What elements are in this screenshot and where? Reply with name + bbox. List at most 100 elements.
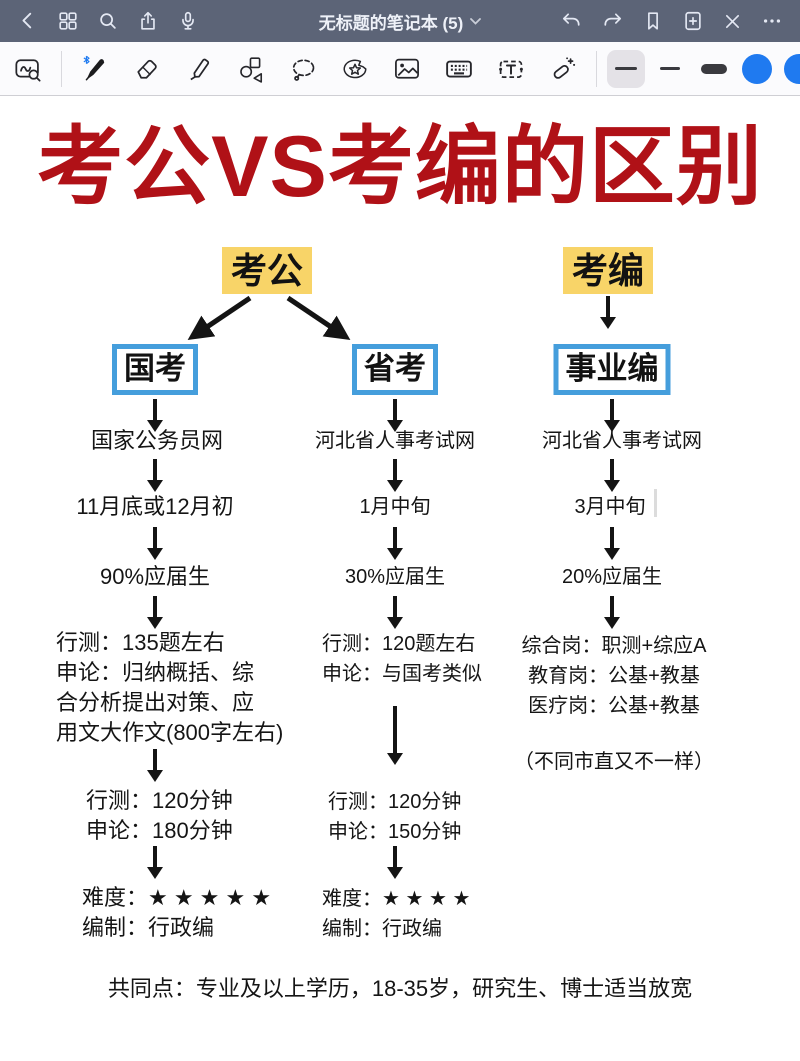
- grid-icon: [59, 12, 77, 30]
- text-cursor: [654, 489, 657, 517]
- keyboard-tool-button[interactable]: [437, 47, 481, 91]
- notebook-title-dropdown[interactable]: 无标题的笔记本 (5): [0, 0, 800, 42]
- text-tool-button[interactable]: [489, 47, 533, 91]
- bookmark-button[interactable]: [635, 7, 671, 35]
- color-swatch-blue-1[interactable]: [742, 53, 772, 84]
- step-site-guokao: 国家公务员网: [90, 428, 224, 453]
- duration-line: 行测：120分钟: [328, 791, 462, 813]
- thin-stroke-icon: [615, 66, 637, 71]
- lasso-icon: [292, 58, 315, 81]
- difficulty-block-guokao: 难度：★ ★ ★ ★ ★ 编制：行政编: [82, 883, 271, 943]
- stroke-size-thin-button[interactable]: [607, 49, 645, 88]
- exam-line: 申论：与国考类似: [322, 663, 482, 685]
- chevron-left-icon: [22, 12, 32, 29]
- notebook-title: 无标题的笔记本 (5): [318, 13, 464, 33]
- sticker-tool-button[interactable]: [333, 47, 377, 91]
- navbar-left-group: [10, 7, 206, 35]
- share-button[interactable]: [130, 7, 166, 35]
- exam-line: 合分析提出对策、应: [56, 690, 255, 715]
- laser-pointer-icon: [553, 56, 576, 79]
- arrow-down-icon: [387, 706, 403, 765]
- thick-stroke-icon: [701, 63, 727, 74]
- close-button[interactable]: [715, 8, 750, 35]
- eraser-tool-button[interactable]: [125, 47, 169, 91]
- highlighter-icon: [190, 58, 210, 80]
- arrow-down-icon: [147, 596, 163, 629]
- add-page-icon: [685, 11, 701, 31]
- navbar-right-group: [553, 7, 790, 36]
- duration-line: 申论：150分钟: [328, 821, 462, 843]
- image-icon: [395, 58, 419, 79]
- step-fresh-shengkao: 30%应届生: [344, 566, 446, 588]
- redo-button[interactable]: [594, 7, 631, 36]
- stroke-size-thick-button[interactable]: [695, 50, 733, 88]
- arrow-down-icon: [600, 296, 616, 329]
- exam-line: 用文大作文(800字左右): [56, 720, 284, 745]
- establishment-line: 编制：行政编: [322, 918, 442, 940]
- zoom-window-icon: [15, 58, 41, 82]
- toolbar-divider: [596, 50, 597, 87]
- close-icon: [725, 14, 740, 28]
- note-canvas[interactable]: 考公VS考编的区别 考公 考编 国考 省考 事业编 国家公务员网 河北省人事考试…: [0, 97, 800, 1061]
- branch-box-shiyebian: 事业编: [553, 344, 671, 395]
- zoom-window-tool-button[interactable]: [6, 47, 50, 91]
- duration-line: 申论：180分钟: [86, 818, 233, 843]
- redo-icon: [604, 12, 622, 26]
- color-swatch-blue-2[interactable]: [784, 53, 800, 84]
- arrow-down-icon: [604, 596, 620, 629]
- duration-block-shengkao: 行测：120分钟 申论：150分钟: [328, 787, 461, 847]
- back-button[interactable]: [10, 7, 46, 35]
- lasso-tool-button[interactable]: [281, 47, 325, 91]
- stroke-size-medium-button[interactable]: [651, 50, 689, 88]
- exam-line: 教育岗：公基+教基: [528, 665, 700, 687]
- duration-line: 行测：120分钟: [86, 788, 233, 813]
- more-button[interactable]: [754, 7, 790, 35]
- image-tool-button[interactable]: [385, 47, 429, 91]
- search-icon: [100, 13, 116, 29]
- difficulty-line: 难度：★ ★ ★ ★ ★: [82, 885, 272, 910]
- pen-tool-button[interactable]: [73, 47, 117, 91]
- common-points-line: 共同点：专业及以上学历，18-35岁，研究生、博士适当放宽: [107, 976, 693, 1001]
- exam-block-shengkao: 行测：120题左右 申论：与国考类似: [322, 629, 482, 689]
- microphone-button[interactable]: [170, 7, 206, 35]
- keyboard-icon: [446, 60, 472, 77]
- arrow-down-icon: [147, 459, 163, 492]
- step-date-shiyebian: 3月中旬: [574, 496, 646, 518]
- arrow-down-icon: [387, 527, 403, 560]
- bookmark-icon: [648, 12, 658, 30]
- laser-pointer-tool-button[interactable]: [541, 47, 585, 91]
- add-page-button[interactable]: [675, 7, 711, 35]
- fork-arrows-icon: [187, 295, 351, 340]
- duration-block-guokao: 行测：120分钟 申论：180分钟: [86, 786, 233, 846]
- arrow-down-icon: [147, 846, 163, 879]
- shapes-icon: [240, 56, 263, 83]
- top-navbar: 无标题的笔记本 (5): [0, 0, 800, 42]
- step-date-guokao: 11月底或12月初: [76, 494, 234, 519]
- establishment-line: 编制：行政编: [82, 915, 215, 940]
- tools-toolbar: [0, 42, 800, 96]
- difficulty-line: 难度：★ ★ ★ ★: [322, 888, 471, 910]
- shapes-tool-button[interactable]: [229, 47, 273, 91]
- step-site-shengkao: 河北省人事考试网: [315, 430, 475, 452]
- share-icon: [141, 11, 155, 30]
- sticker-star-icon: [343, 59, 367, 78]
- root-tag-kaobian: 考编: [562, 247, 654, 295]
- highlighter-tool-button[interactable]: [177, 47, 221, 91]
- text-icon: [499, 60, 523, 78]
- poster-title: 考公VS考编的区别: [37, 119, 763, 215]
- pages-overview-button[interactable]: [50, 7, 86, 35]
- step-fresh-guokao: 90%应届生: [99, 564, 211, 589]
- arrow-down-icon: [147, 527, 163, 560]
- undo-button[interactable]: [553, 7, 590, 36]
- step-date-shengkao: 1月中旬: [359, 496, 431, 518]
- note-shiyebian: （不同市直又不一样）: [514, 751, 714, 773]
- microphone-icon: [182, 11, 194, 30]
- arrow-down-icon: [147, 399, 163, 432]
- arrow-down-icon: [147, 749, 163, 782]
- medium-stroke-icon: [660, 67, 680, 70]
- branch-box-guokao: 国考: [112, 344, 198, 395]
- arrow-down-icon: [387, 459, 403, 492]
- search-button[interactable]: [90, 7, 126, 35]
- branch-box-shengkao: 省考: [352, 344, 438, 395]
